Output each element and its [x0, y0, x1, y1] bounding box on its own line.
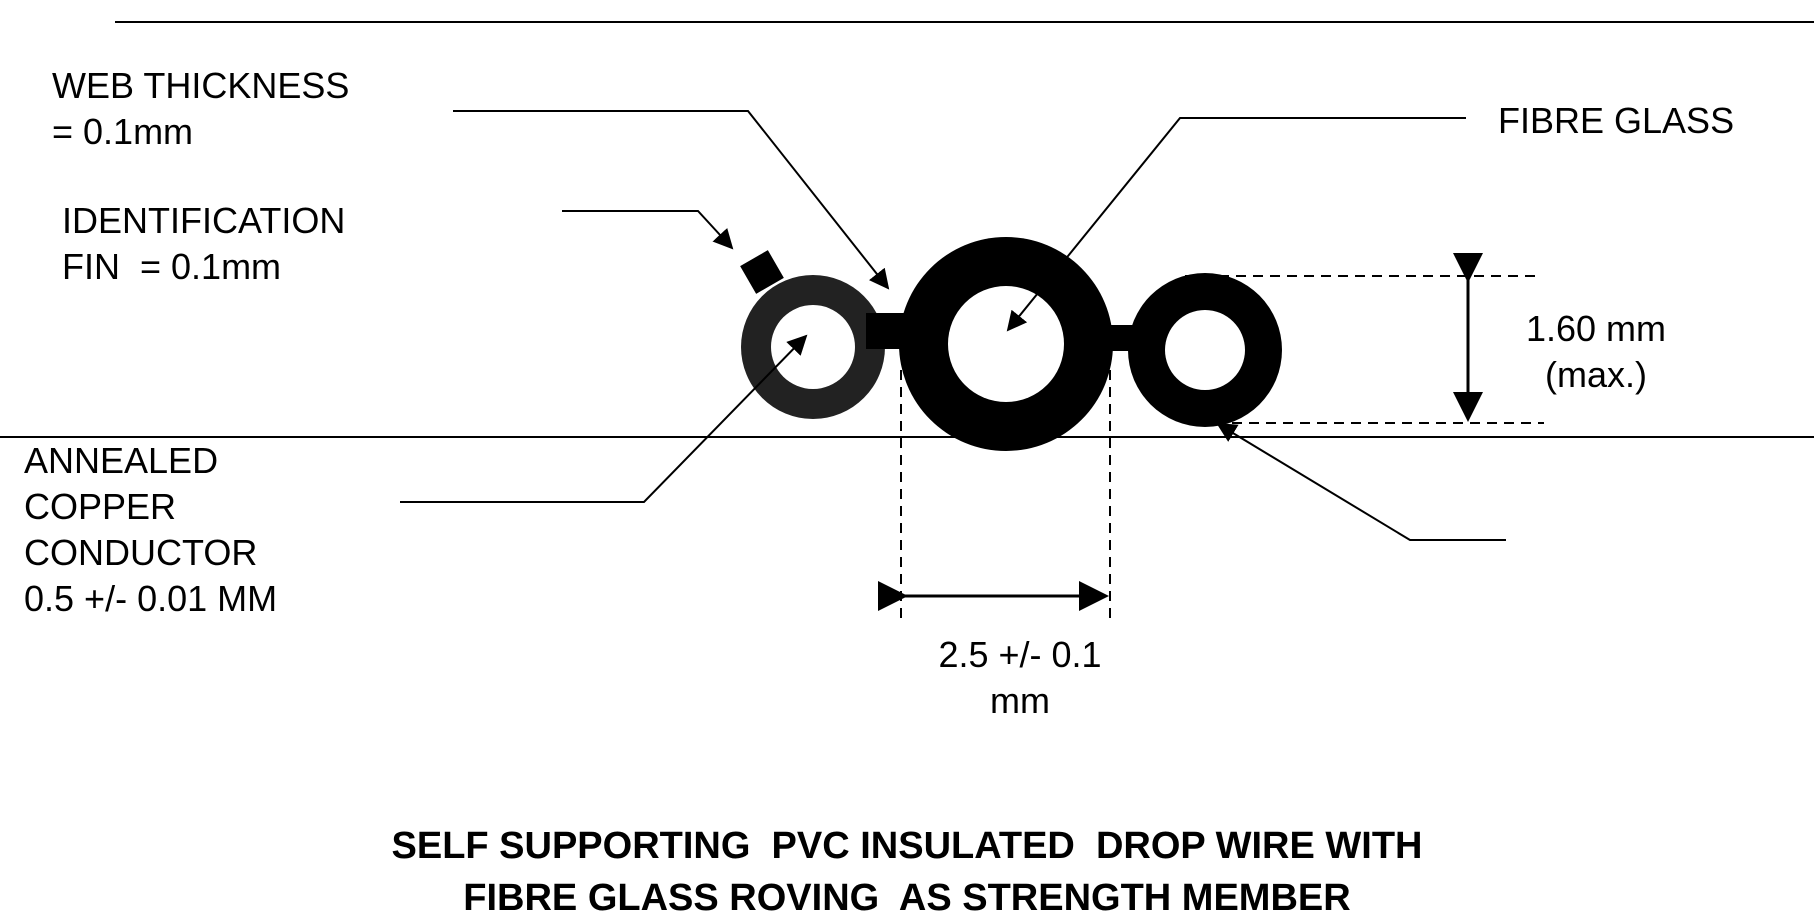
height-note: (max.) [1545, 354, 1647, 395]
web-thickness-line-2: = 0.1mm [52, 111, 194, 152]
title-line-2: FIBRE GLASS ROVING AS STRENGTH MEMBER [463, 877, 1351, 919]
width-value: 2.5 +/- 0.1 [938, 634, 1102, 675]
conductor-label: ANNEALED COPPER CONDUCTOR 0.5 +/- 0.01 M… [24, 438, 277, 622]
identification-fin-label: IDENTIFICATION FIN = 0.1mm [62, 198, 345, 290]
web-thickness-label: WEB THICKNESS = 0.1mm [52, 63, 349, 155]
conductor-line-4: 0.5 +/- 0.01 MM [24, 578, 278, 619]
title-line-1: SELF SUPPORTING PVC INSULATED DROP WIRE … [391, 825, 1423, 867]
left-conductor-core [771, 305, 855, 389]
identification-fin-line-2: FIN = 0.1mm [62, 246, 282, 287]
conductor-line-2: COPPER [24, 486, 177, 527]
right-conductor-leader [1216, 422, 1506, 541]
identification-fin [740, 250, 784, 294]
fibre-glass-text: FIBRE GLASS [1498, 100, 1735, 141]
identification-fin-leader [562, 210, 734, 250]
identification-fin-line-1: IDENTIFICATION [62, 200, 346, 241]
conductor-leader [400, 334, 808, 503]
conductor-line-1: ANNEALED [24, 440, 219, 481]
fibre-glass-core [948, 286, 1064, 402]
right-conductor-core [1165, 310, 1245, 390]
fibre-glass-leader [1006, 117, 1466, 332]
diagram-title: SELF SUPPORTING PVC INSULATED DROP WIRE … [0, 820, 1814, 924]
height-dimension-label: 1.60 mm (max.) [1496, 306, 1696, 398]
conductor-line-3: CONDUCTOR [24, 532, 258, 573]
fibre-glass-label: FIBRE GLASS [1498, 98, 1734, 144]
width-unit: mm [990, 680, 1050, 721]
web-thickness-line-1: WEB THICKNESS [52, 65, 350, 106]
height-value: 1.60 mm [1525, 308, 1667, 349]
width-dimension-label: 2.5 +/- 0.1 mm [900, 632, 1140, 724]
web-thickness-leader [453, 110, 890, 290]
